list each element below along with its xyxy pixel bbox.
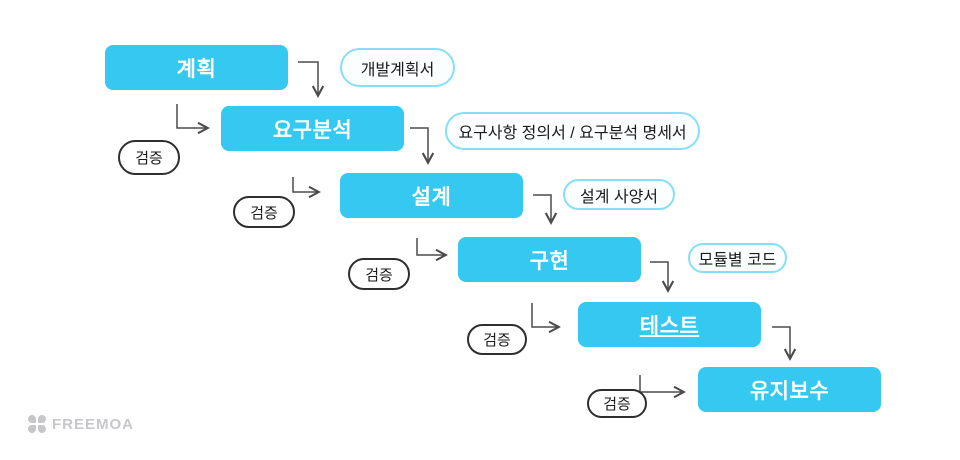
- verify-arrow-1: [292, 177, 321, 199]
- verify-label: 검증: [135, 150, 163, 167]
- stage-box-2: 설계: [340, 173, 523, 218]
- verify-label: 검증: [250, 204, 278, 222]
- forward-arrow-0: [298, 61, 325, 98]
- stage-box-0: 계획: [105, 45, 288, 90]
- verify-arrow-0: [176, 104, 210, 135]
- forward-arrow-3: [650, 261, 675, 293]
- stage-box-5: 유지보수: [698, 367, 881, 412]
- forward-arrow-1: [410, 127, 435, 165]
- forward-arrow-4: [772, 326, 797, 361]
- verify-label: 검증: [483, 332, 511, 349]
- deliverable-oval-1: 요구사항 정의서 / 요구분석 명세서: [445, 112, 700, 150]
- verify-label: 검증: [365, 266, 393, 284]
- deliverable-oval-0: 개발계획서: [340, 48, 455, 87]
- stage-label: 계획: [176, 57, 217, 81]
- deliverable-label: 모듈별 코드: [698, 252, 777, 269]
- stage-label: 설계: [411, 185, 452, 209]
- verify-oval-1: 검증: [233, 196, 295, 228]
- verify-oval-4: 검증: [587, 389, 647, 418]
- freemoa-clover-icon: [28, 415, 46, 433]
- verify-oval-0: 검증: [118, 140, 180, 175]
- deliverable-label: 개발계획서: [360, 61, 435, 79]
- deliverable-oval-2: 설계 사양서: [563, 179, 675, 210]
- deliverable-oval-3: 모듈별 코드: [688, 243, 787, 273]
- verify-arrow-3: [531, 303, 561, 334]
- stage-box-4: 테스트: [578, 302, 761, 347]
- freemoa-logo-text: FREEMOA: [52, 415, 134, 433]
- stage-label: 테스트: [639, 314, 700, 338]
- forward-arrow-2: [533, 194, 558, 225]
- verify-oval-2: 검증: [348, 258, 410, 290]
- freemoa-logo: FREEMOA: [28, 415, 134, 433]
- stage-label: 요구분석: [272, 118, 353, 142]
- verify-arrow-2: [416, 238, 448, 262]
- verify-label: 검증: [603, 396, 631, 413]
- deliverable-label: 요구사항 정의서 / 요구분석 명세서: [458, 125, 687, 142]
- stage-box-1: 요구분석: [221, 106, 404, 151]
- verify-oval-3: 검증: [467, 324, 527, 355]
- stage-label: 유지보수: [749, 379, 830, 403]
- stage-box-3: 구현: [458, 237, 641, 282]
- stage-label: 구현: [529, 249, 570, 273]
- verify-arrow-4: [639, 375, 686, 399]
- deliverable-label: 설계 사양서: [579, 188, 659, 206]
